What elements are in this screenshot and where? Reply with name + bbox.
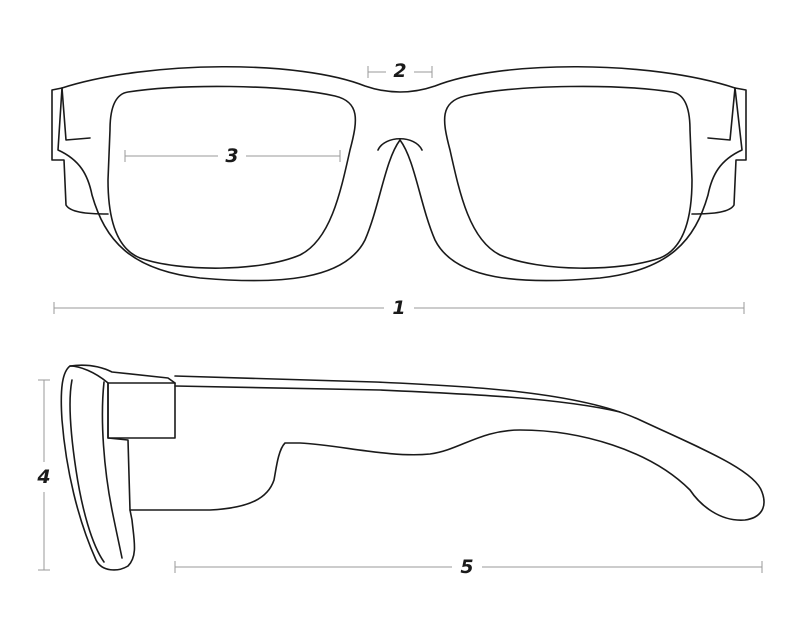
dimension-lens-width: 3 <box>124 145 341 167</box>
front-frame-outline <box>57 65 743 282</box>
dimension-label-5: 5 <box>460 556 473 578</box>
frame-profile-outer <box>60 365 136 571</box>
lens-edge <box>101 381 123 559</box>
left-side-shield <box>51 87 109 215</box>
right-side-shield <box>691 87 747 215</box>
dimension-bridge-width: 2 <box>367 60 433 82</box>
frame-profile-inner <box>69 379 105 563</box>
side-view <box>60 364 765 571</box>
temple-arm <box>129 375 765 521</box>
temple-top-edge <box>174 385 621 413</box>
left-lens <box>107 85 357 269</box>
hinge-block <box>107 382 176 439</box>
right-lens <box>443 85 693 269</box>
left-shield-inner <box>61 87 91 141</box>
dimension-label-1: 1 <box>392 297 405 319</box>
dimension-temple-length: 5 <box>174 556 763 578</box>
dimension-label-2: 2 <box>393 60 406 82</box>
bridge-inner <box>377 137 423 151</box>
dimension-label-3: 3 <box>225 145 238 167</box>
dimension-overall-width: 1 <box>53 297 745 319</box>
front-view <box>51 65 747 282</box>
right-shield-inner <box>707 87 736 141</box>
dimension-frame-height: 4 <box>36 379 51 571</box>
dimension-label-4: 4 <box>36 466 50 488</box>
hinge-top-cap <box>69 364 176 384</box>
